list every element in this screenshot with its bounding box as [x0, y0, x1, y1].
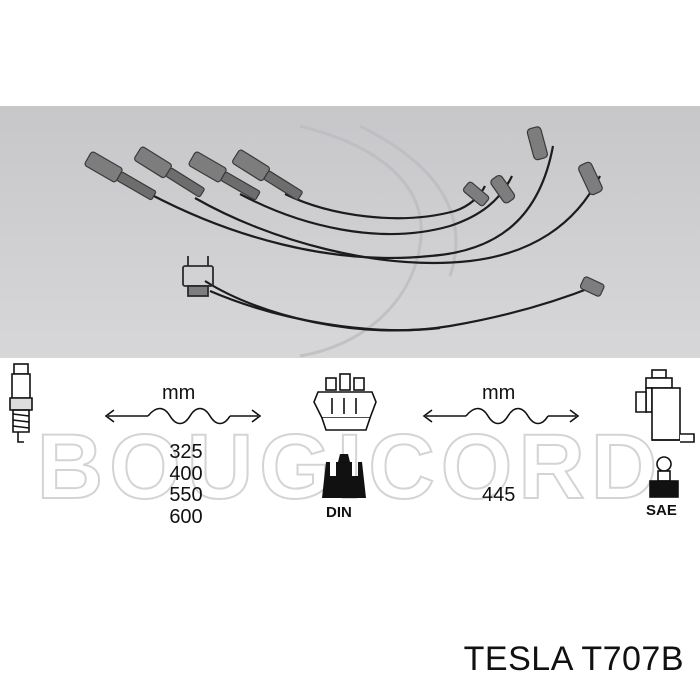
din-connector-icon: [322, 454, 366, 498]
product-title: TESLA T707B: [463, 640, 684, 678]
wire-set: [149, 145, 601, 332]
right-length-arrow: [422, 407, 580, 425]
din-label: DIN: [326, 504, 352, 521]
length-value: 600: [169, 505, 203, 528]
diagram-drawing: BOUGICORD: [9, 363, 695, 519]
length-value: 325: [169, 441, 203, 463]
right-unit-label: mm: [482, 382, 516, 404]
ignition-coil-icon: [635, 369, 695, 443]
coil-connector: [182, 256, 214, 297]
spec-diagram: BOUGICORD: [0, 358, 700, 548]
length-value: 400: [169, 462, 203, 485]
right-length-value: 445: [482, 484, 516, 506]
watermark-shape: [299, 124, 458, 358]
product-photo: [0, 106, 700, 358]
sae-connector-icon: [649, 456, 679, 498]
distributor-boots: [462, 126, 605, 297]
distributor-cap-icon: [313, 373, 377, 431]
spark-plug-boots: [84, 146, 303, 201]
sae-label: SAE: [646, 502, 677, 519]
ignition-wires-illustration: [84, 124, 605, 358]
length-value: 550: [169, 484, 203, 506]
spark-plug-icon: [9, 363, 33, 443]
left-length-arrow: [104, 407, 262, 425]
left-lengths-list: 325 400 550 600: [146, 441, 226, 528]
left-unit-label: mm: [162, 382, 196, 404]
